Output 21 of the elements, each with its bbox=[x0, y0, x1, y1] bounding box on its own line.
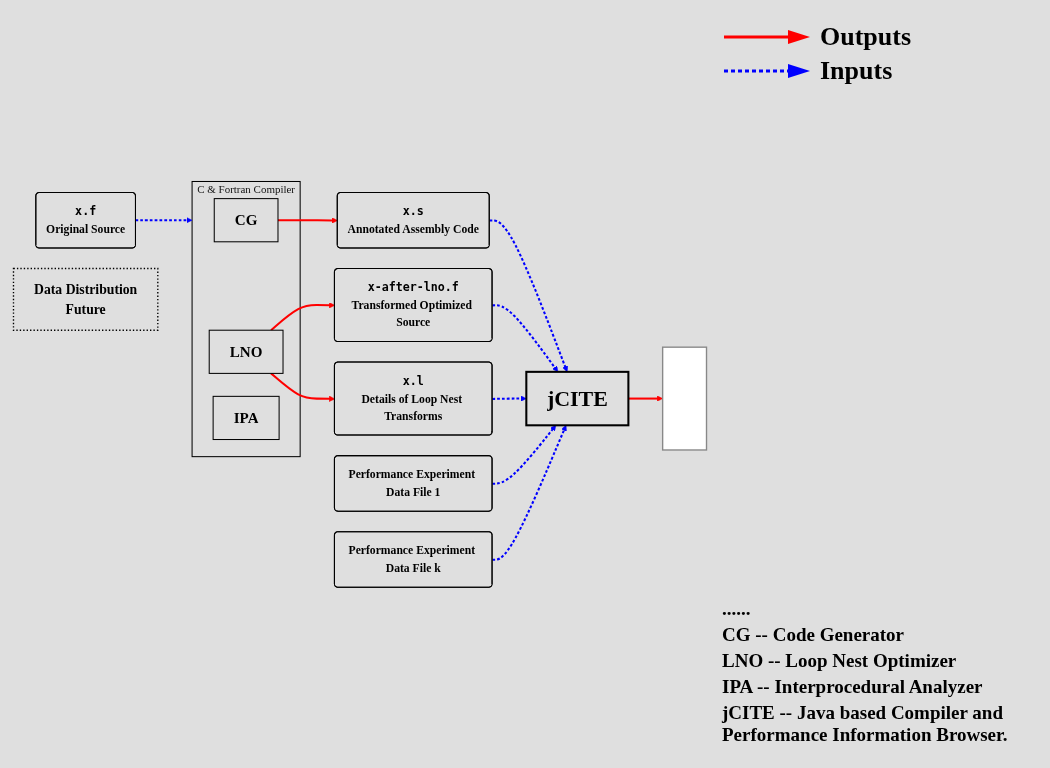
arrow bbox=[628, 395, 663, 402]
arrow bbox=[492, 424, 557, 485]
arrow bbox=[492, 395, 527, 402]
node-box: IPA bbox=[212, 395, 280, 440]
note-text: jCITE -- Java based Compiler and Performance Information Browser. bbox=[722, 702, 1009, 746]
arrow bbox=[489, 219, 568, 372]
arrow bbox=[135, 216, 193, 223]
arrow bbox=[492, 303, 559, 372]
node-box bbox=[661, 346, 708, 451]
arrow bbox=[492, 424, 567, 561]
arrow bbox=[278, 217, 338, 224]
note-text: LNO -- Loop Nest Optimizer bbox=[722, 650, 958, 672]
node-box: CG bbox=[213, 197, 279, 242]
legend-label: Outputs bbox=[820, 22, 912, 52]
node-box: jCITE bbox=[525, 370, 630, 426]
node-box: LNO bbox=[208, 329, 284, 374]
note-text: IPA -- Interprocedural Analyzer bbox=[722, 676, 984, 698]
note-text: CG -- Code Generator bbox=[722, 624, 906, 646]
node-box: Data Distribution Future bbox=[12, 267, 159, 331]
note-text: ...... bbox=[722, 598, 752, 620]
legend-label: Inputs bbox=[820, 56, 893, 86]
